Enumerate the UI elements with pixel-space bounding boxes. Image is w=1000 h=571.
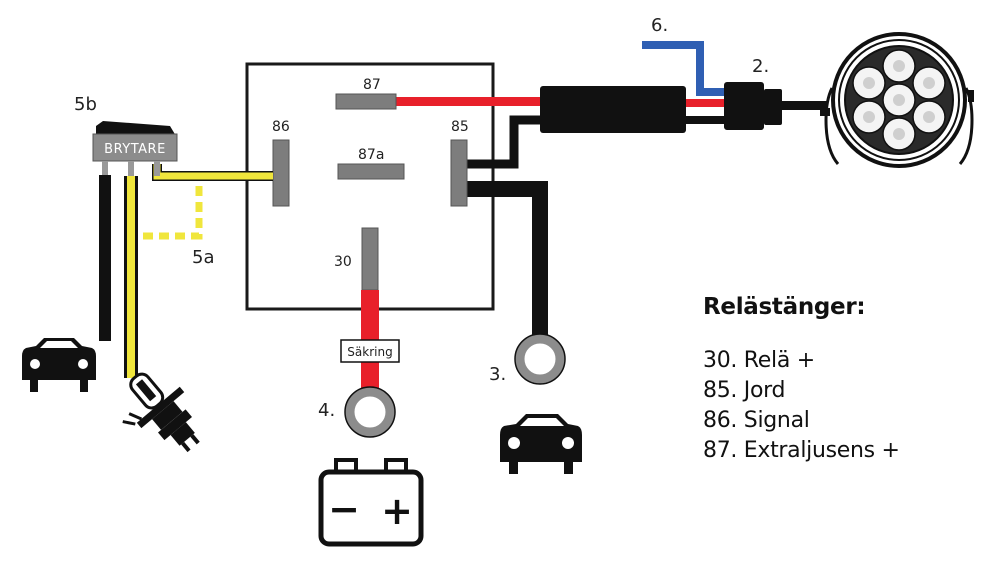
callout-4: 4.: [318, 400, 335, 421]
relay-pin-30: [361, 227, 379, 291]
wire-yellow-signal-fill: [153, 164, 273, 180]
legend-title: Relästänger:: [703, 294, 866, 320]
battery-plus: +: [381, 489, 413, 533]
connector-socket: [764, 89, 782, 125]
wire-red-87: [396, 97, 544, 106]
battery-icon: [318, 458, 424, 547]
callout-5a: 5a: [192, 247, 214, 268]
switch-prong-mid: [128, 161, 134, 176]
wire-blue: [642, 41, 728, 96]
switch-prong-left: [102, 161, 108, 176]
legend-item-85: 85. Jord: [703, 378, 786, 403]
wire-black-lamp: [782, 101, 828, 110]
pin-label-86: 86: [272, 119, 290, 135]
connector-plug: [724, 82, 764, 130]
wire-black-85: [466, 115, 546, 169]
legend-item-30: 30. Relä +: [703, 348, 815, 373]
wire-black-ground: [466, 181, 548, 342]
ring-terminal-ground-outline: [514, 333, 566, 385]
relay-pin-87a: [337, 163, 405, 180]
ring-terminal-ground: [515, 334, 565, 384]
wire-red-connector: [684, 99, 728, 107]
car-icon-left: [22, 338, 96, 392]
wire-black-connector: [684, 116, 728, 124]
wire-harness-sleeve: [540, 86, 686, 133]
ring-terminal-battery: [345, 387, 395, 437]
callout-3: 3.: [489, 364, 506, 385]
fuse-label: Säkring: [347, 345, 392, 359]
wire-yellow-bulb-fill: [127, 176, 135, 378]
switch-prong-right: [154, 161, 160, 176]
pin-label-85: 85: [451, 119, 469, 135]
relay-pin-86: [272, 139, 290, 207]
relay-pin-87: [335, 93, 397, 110]
switch-rocker: [96, 121, 176, 136]
pin-label-87: 87: [363, 77, 381, 93]
legend-item-86: 86. Signal: [703, 408, 810, 433]
wire-black-switch: [99, 175, 111, 341]
pin-label-30: 30: [334, 254, 352, 270]
relay-pin-legend: Relästänger: 30. Relä + 85. Jord 86. Sig…: [703, 294, 900, 466]
ring-terminal-battery-outline: [344, 386, 396, 438]
callout-6: 6.: [651, 15, 668, 36]
legend-item-87: 87. Extraljusens +: [703, 438, 900, 463]
switch-label: BRYTARE: [104, 142, 166, 157]
callout-5b: 5b: [74, 94, 97, 115]
callout-2: 2.: [752, 56, 769, 77]
switch-body: [92, 133, 178, 162]
wire-yellow-dashed-5a: [140, 186, 203, 240]
battery-minus: −: [328, 487, 360, 531]
led-work-lamp: [820, 32, 974, 168]
halogen-bulb-icon: [122, 372, 200, 453]
car-icon-ground: [500, 414, 582, 474]
relay-pin-85: [450, 139, 468, 207]
fuse-box: [340, 339, 400, 363]
pin-label-87a: 87a: [358, 147, 384, 163]
